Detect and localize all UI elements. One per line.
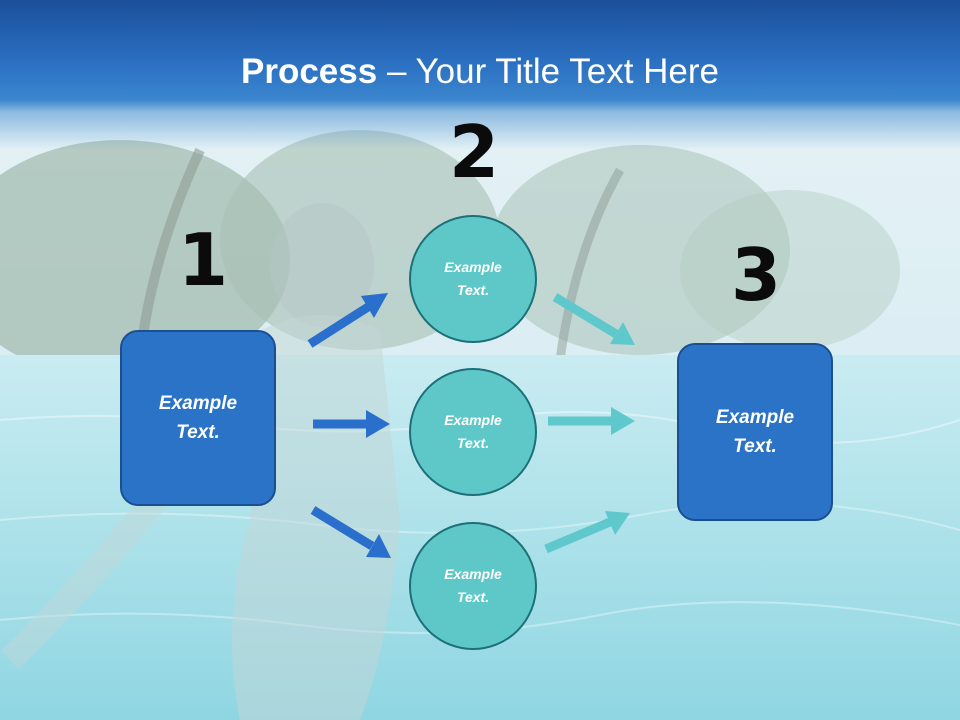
title-rest: – Your Title Text Here [377, 52, 719, 91]
left-box: Example Text. [120, 330, 276, 506]
arrow-to-circle-bottom [310, 506, 391, 558]
arrow-to-circle-middle [313, 410, 390, 438]
circle-bottom: Example Text. [409, 522, 537, 650]
slide-title: Process – Your Title Text Here [0, 52, 960, 92]
step-number-3: 3 [731, 233, 782, 317]
arrow-from-circle-bottom [544, 511, 630, 554]
circle-middle: Example Text. [409, 368, 537, 496]
title-bar [0, 0, 960, 150]
left-box-text: Example Text. [158, 393, 238, 443]
right-box-text: Example Text. [715, 407, 795, 457]
step-number-1: 1 [178, 218, 229, 302]
right-box: Example Text. [677, 343, 833, 521]
arrow-from-circle-top [552, 293, 635, 345]
title-bold: Process [241, 52, 378, 91]
circle-top: Example Text. [409, 215, 537, 343]
arrow-to-circle-top [307, 293, 388, 348]
circle-middle-text: Example Text. [444, 412, 502, 451]
circle-bottom-text: Example Text. [444, 566, 502, 605]
circle-top-text: Example Text. [444, 259, 502, 298]
step-number-2: 2 [449, 110, 500, 194]
arrow-from-circle-middle [548, 407, 635, 435]
